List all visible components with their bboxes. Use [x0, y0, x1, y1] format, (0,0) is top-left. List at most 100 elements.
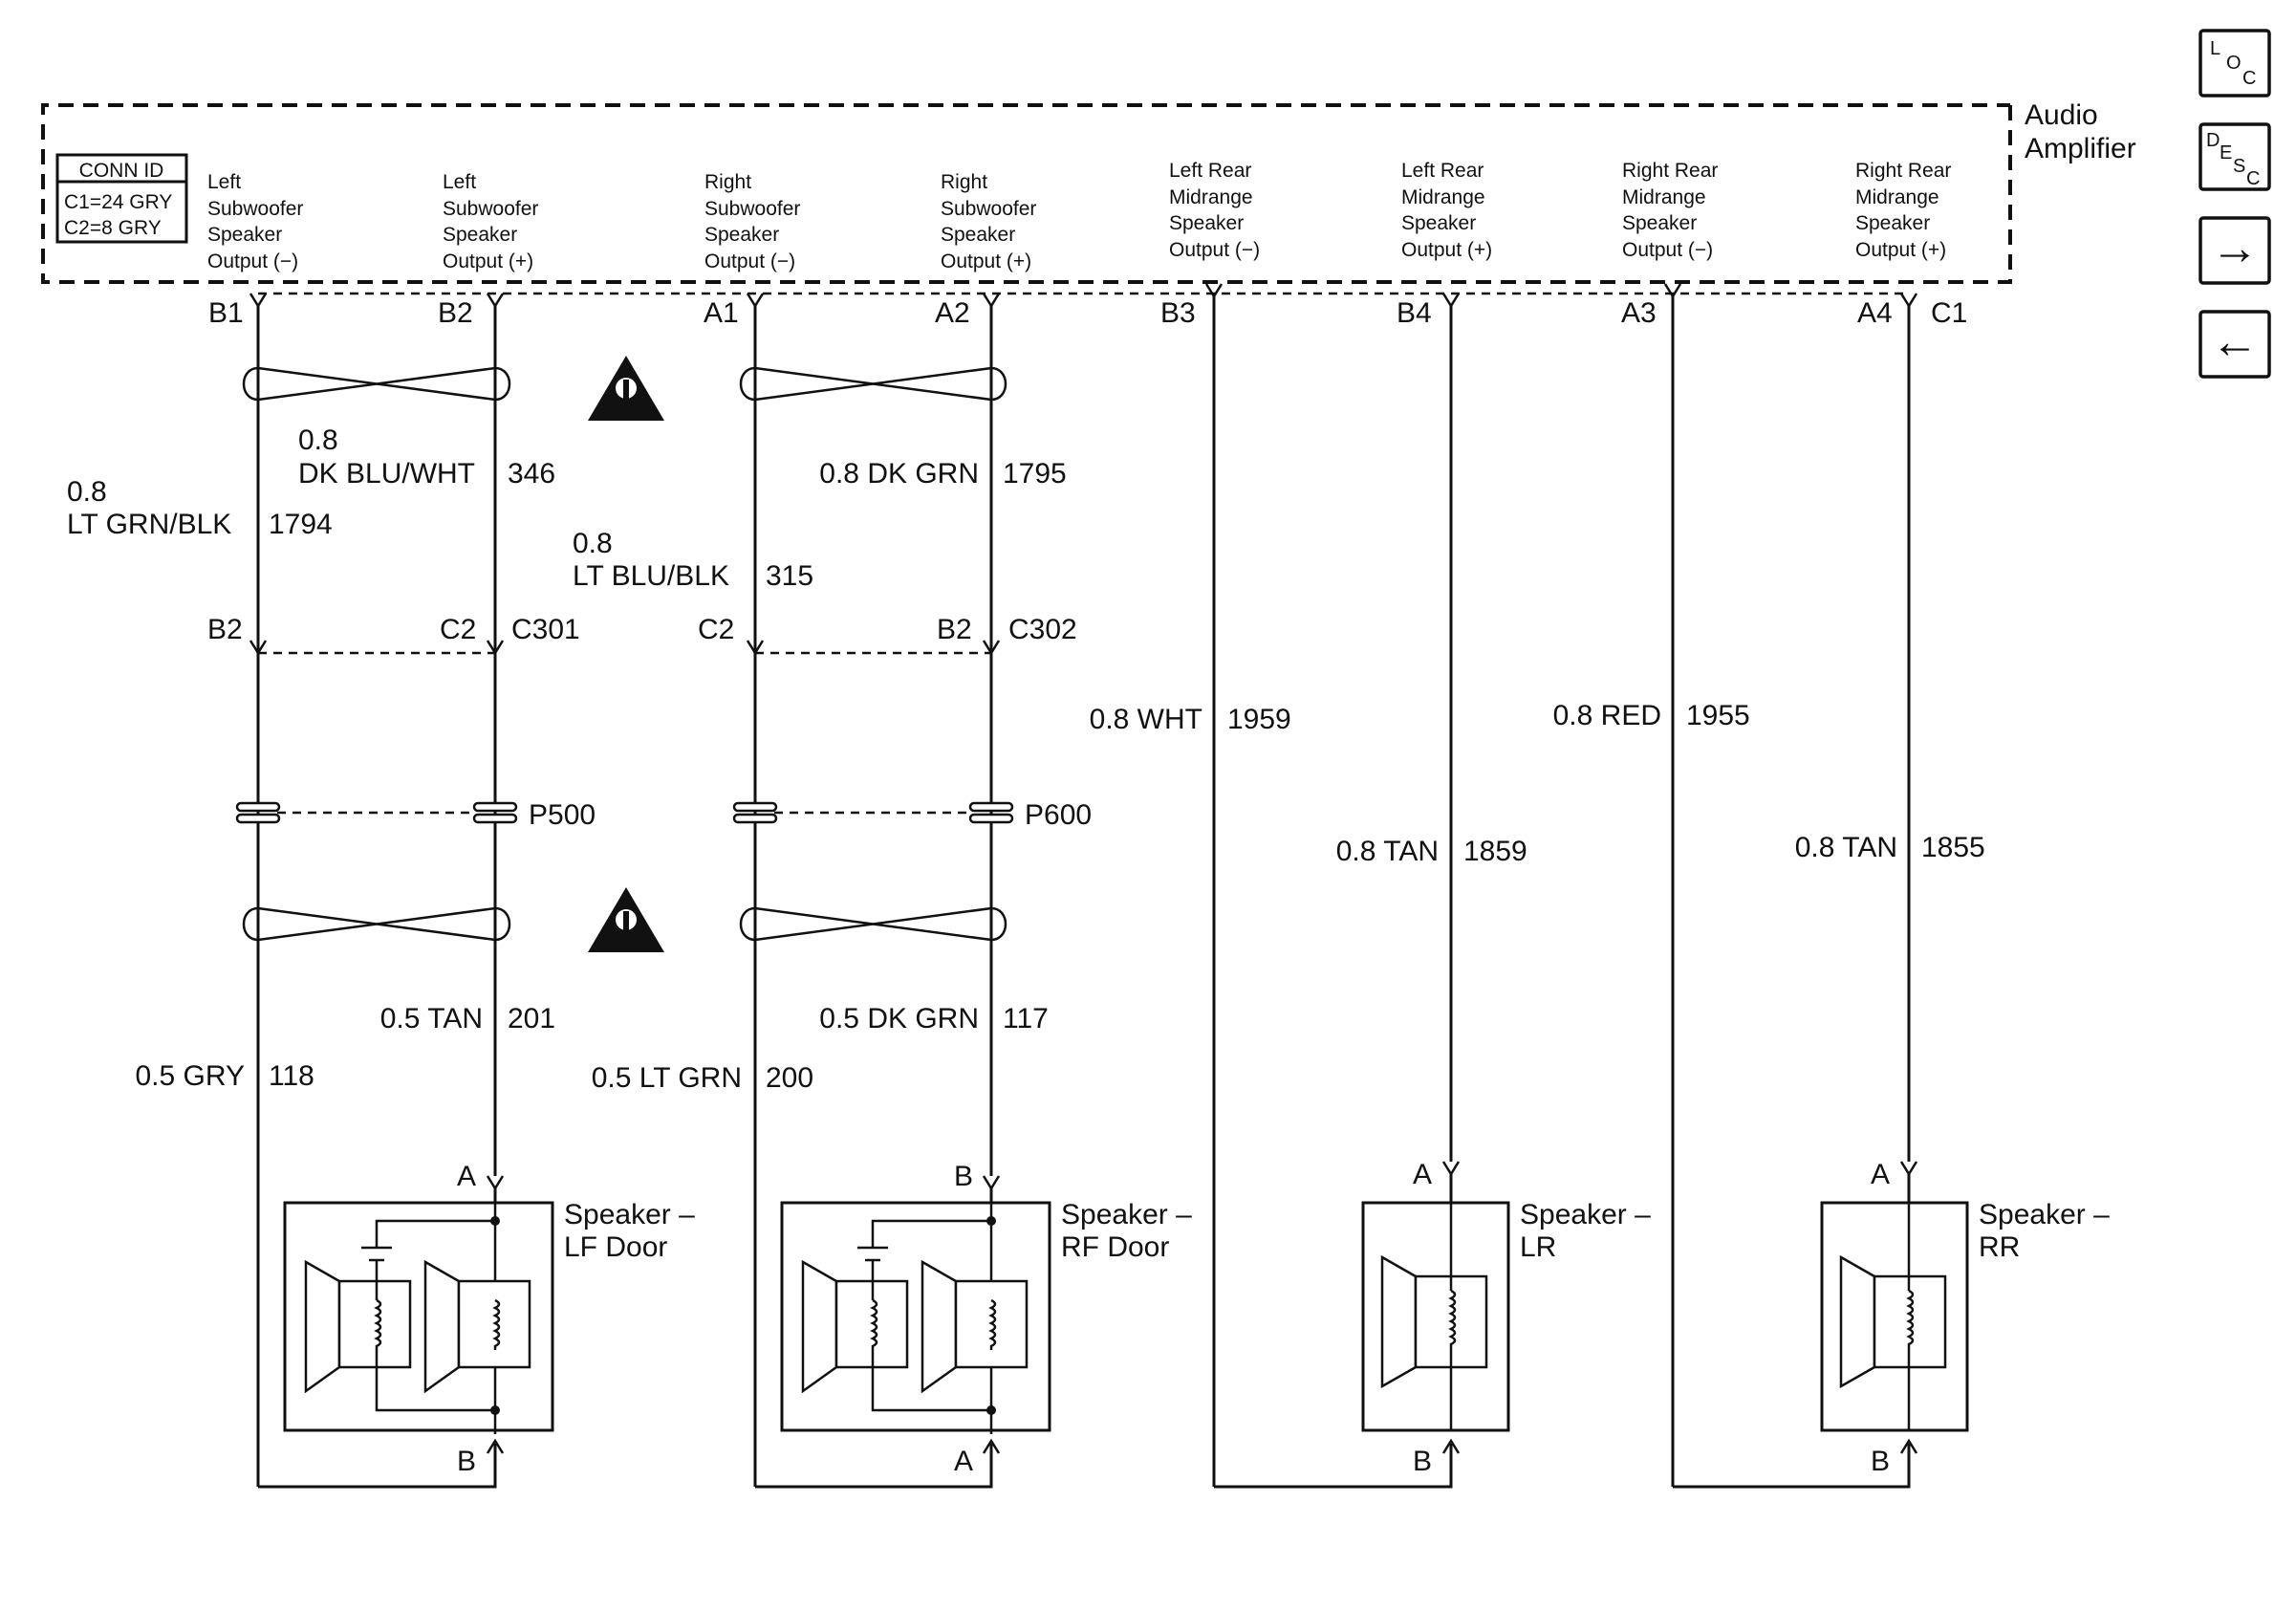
svg-text:Speaker: Speaker	[443, 224, 517, 246]
svg-text:117: 117	[1003, 1003, 1049, 1034]
svg-text:Speaker: Speaker	[207, 224, 282, 246]
svg-text:Right Rear: Right Rear	[1622, 160, 1718, 182]
svg-text:Speaker: Speaker	[1855, 212, 1930, 234]
svg-text:Left: Left	[207, 171, 241, 193]
svg-text:315: 315	[766, 560, 813, 592]
loc-button[interactable]: L O C	[2199, 29, 2271, 98]
output-desc-1: Left Subwoofer Speaker Output (−)	[207, 171, 303, 272]
wires	[242, 283, 1918, 1489]
svg-text:L: L	[2210, 38, 2220, 59]
svg-text:118: 118	[269, 1060, 314, 1092]
svg-text:0.8 DK GRN: 0.8 DK GRN	[819, 458, 979, 490]
svg-text:0.5 TAN: 0.5 TAN	[380, 1003, 483, 1034]
svg-text:0.8: 0.8	[298, 425, 338, 456]
speaker-lr: A B Speaker – LR	[1361, 1159, 1651, 1477]
svg-text:Speaker –: Speaker –	[1979, 1199, 2110, 1230]
svg-text:1795: 1795	[1003, 458, 1067, 490]
pin-a2: A2	[935, 297, 970, 329]
svg-text:LT GRN/BLK: LT GRN/BLK	[67, 509, 231, 540]
svg-text:Left: Left	[443, 171, 476, 193]
svg-text:C: C	[2246, 168, 2260, 189]
svg-text:Subwoofer: Subwoofer	[443, 198, 538, 220]
svg-text:Speaker: Speaker	[1622, 212, 1697, 234]
output-desc-2: Left Subwoofer Speaker Output (+)	[443, 171, 538, 272]
svg-text:1955: 1955	[1686, 700, 1750, 731]
wire-label-200: 0.5 LT GRN 200	[592, 1062, 813, 1094]
speaker-rr: A B Speaker – RR	[1820, 1159, 2110, 1477]
wire-label-1859: 0.8 TAN 1859	[1336, 836, 1527, 867]
svg-text:RF Door: RF Door	[1061, 1231, 1169, 1263]
svg-text:Midrange: Midrange	[1169, 186, 1253, 208]
svg-text:A: A	[954, 1446, 973, 1477]
speaker-rf-door: B A Speaker – RF Door	[780, 1161, 1192, 1477]
svg-text:Right: Right	[704, 171, 751, 193]
svg-text:O: O	[2226, 53, 2242, 74]
svg-text:Right Rear: Right Rear	[1855, 160, 1951, 182]
connector-c301: B2 C2 C301	[207, 614, 580, 656]
twisted-pair-2	[739, 366, 1007, 402]
prev-button[interactable]: ←	[2199, 310, 2271, 379]
svg-text:Output (−): Output (−)	[704, 250, 795, 272]
output-desc-8: Right Rear Midrange Speaker Output (+)	[1855, 160, 1951, 261]
pin-a4: A4	[1857, 297, 1893, 329]
svg-text:201: 201	[508, 1003, 555, 1034]
conn-id-c1: C1=24 GRY	[64, 191, 172, 213]
svg-text:0.8 TAN: 0.8 TAN	[1795, 832, 1897, 863]
conn-id-header: CONN ID	[79, 160, 164, 182]
svg-text:0.5 GRY: 0.5 GRY	[135, 1060, 245, 1092]
svg-text:Speaker –: Speaker –	[1520, 1199, 1651, 1230]
output-desc-3: Right Subwoofer Speaker Output (−)	[704, 171, 800, 272]
twisted-pair-4	[739, 906, 1007, 942]
svg-text:200: 200	[766, 1062, 813, 1094]
svg-text:1855: 1855	[1921, 832, 1985, 863]
svg-text:C301: C301	[511, 614, 580, 645]
desc-button[interactable]: D E S C	[2199, 122, 2271, 191]
svg-text:0.8: 0.8	[67, 476, 107, 508]
wire-label-1794: 0.8 LT GRN/BLK 1794	[67, 476, 333, 540]
wire-label-1855: 0.8 TAN 1855	[1795, 832, 1985, 863]
return-lf	[258, 1444, 497, 1489]
svg-text:B: B	[1871, 1446, 1890, 1477]
arrow-left-icon: ←	[2211, 315, 2259, 368]
svg-text:Speaker: Speaker	[941, 224, 1015, 246]
svg-text:0.8: 0.8	[573, 528, 613, 559]
svg-text:C2: C2	[698, 614, 734, 645]
svg-text:Subwoofer: Subwoofer	[704, 198, 800, 220]
svg-text:Output (+): Output (+)	[1855, 239, 1946, 261]
svg-text:Midrange: Midrange	[1401, 186, 1485, 208]
svg-text:A: A	[1413, 1159, 1432, 1190]
arrow-right-icon: →	[2211, 221, 2259, 274]
return-lr	[1214, 1444, 1453, 1489]
svg-text:0.8 RED: 0.8 RED	[1553, 700, 1661, 731]
svg-text:Midrange: Midrange	[1622, 186, 1706, 208]
wire-label-201: 0.5 TAN 201	[380, 1003, 555, 1034]
pin-a1: A1	[704, 297, 739, 329]
svg-text:A: A	[457, 1161, 476, 1192]
svg-text:B: B	[457, 1446, 476, 1477]
svg-text:B: B	[954, 1161, 973, 1192]
next-button[interactable]: →	[2199, 216, 2271, 285]
svg-text:LF Door: LF Door	[564, 1231, 667, 1263]
return-rr	[1673, 1444, 1911, 1489]
svg-text:Left Rear: Left Rear	[1169, 160, 1251, 182]
audio-amplifier: Audio Amplifier CONN ID C1=24 GRY C2=8 G…	[41, 99, 2136, 329]
warning-icon	[588, 356, 664, 421]
wire-label-118: 0.5 GRY 118	[135, 1060, 314, 1092]
wire-label-1959: 0.8 WHT 1959	[1090, 704, 1291, 735]
svg-text:C302: C302	[1008, 614, 1077, 645]
svg-text:Output (−): Output (−)	[207, 250, 298, 272]
svg-text:E: E	[2220, 142, 2232, 163]
pin-b1: B1	[208, 297, 244, 329]
pin-b2: B2	[438, 297, 473, 329]
svg-text:Right: Right	[941, 171, 987, 193]
svg-text:S: S	[2233, 156, 2245, 177]
svg-text:Output (+): Output (+)	[443, 250, 533, 272]
svg-text:1794: 1794	[269, 509, 333, 540]
svg-text:Speaker: Speaker	[1169, 212, 1244, 234]
connector-c1-label: C1	[1931, 297, 1967, 329]
svg-text:RR: RR	[1979, 1231, 2020, 1263]
svg-text:P500: P500	[529, 799, 596, 831]
pin-b3: B3	[1160, 297, 1196, 329]
svg-text:Subwoofer: Subwoofer	[207, 198, 303, 220]
splice-p500: P500	[235, 799, 596, 831]
